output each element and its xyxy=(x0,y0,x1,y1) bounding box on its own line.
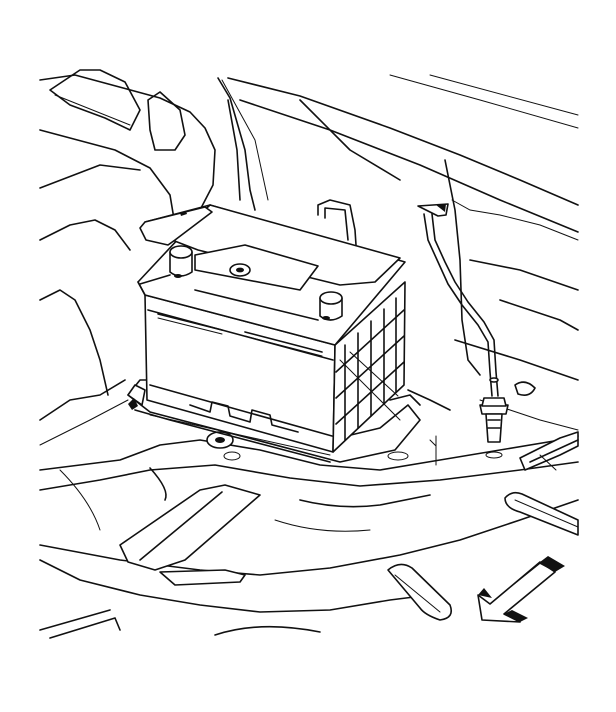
left-wall xyxy=(39,164,141,189)
battery xyxy=(127,204,406,453)
battery-side-grille xyxy=(335,297,405,441)
floor-slot xyxy=(504,491,579,536)
center-pillar xyxy=(217,77,256,211)
floor-rib xyxy=(119,484,261,571)
battery-terminal-right xyxy=(319,291,343,321)
vent-tube xyxy=(417,203,509,466)
left-bracket xyxy=(147,91,186,151)
battery-clamp-left xyxy=(127,384,146,406)
tube-fitting xyxy=(479,397,509,459)
tube-path xyxy=(423,213,493,397)
battery-vent-cap xyxy=(194,244,319,291)
right-hole xyxy=(514,381,536,396)
spare-well-rim xyxy=(39,499,579,576)
battery-label-strip xyxy=(157,313,223,331)
hold-down-wire xyxy=(317,199,357,246)
upper-left-panel xyxy=(39,74,216,211)
trunk-body xyxy=(39,69,579,446)
upper-left-ledge xyxy=(49,69,141,131)
trunk-floor xyxy=(39,431,579,639)
battery-handle-bracket xyxy=(139,206,213,246)
battery-terminal-left xyxy=(169,245,193,278)
right-upper-panel xyxy=(227,77,579,206)
floor-hook xyxy=(519,431,579,471)
floor-front-edge xyxy=(39,609,111,631)
left-wall-top xyxy=(39,129,176,226)
floor-boss xyxy=(387,563,453,621)
floor-edge xyxy=(39,435,579,471)
floor-rib-lower xyxy=(159,569,246,586)
direction-arrow xyxy=(477,556,565,623)
